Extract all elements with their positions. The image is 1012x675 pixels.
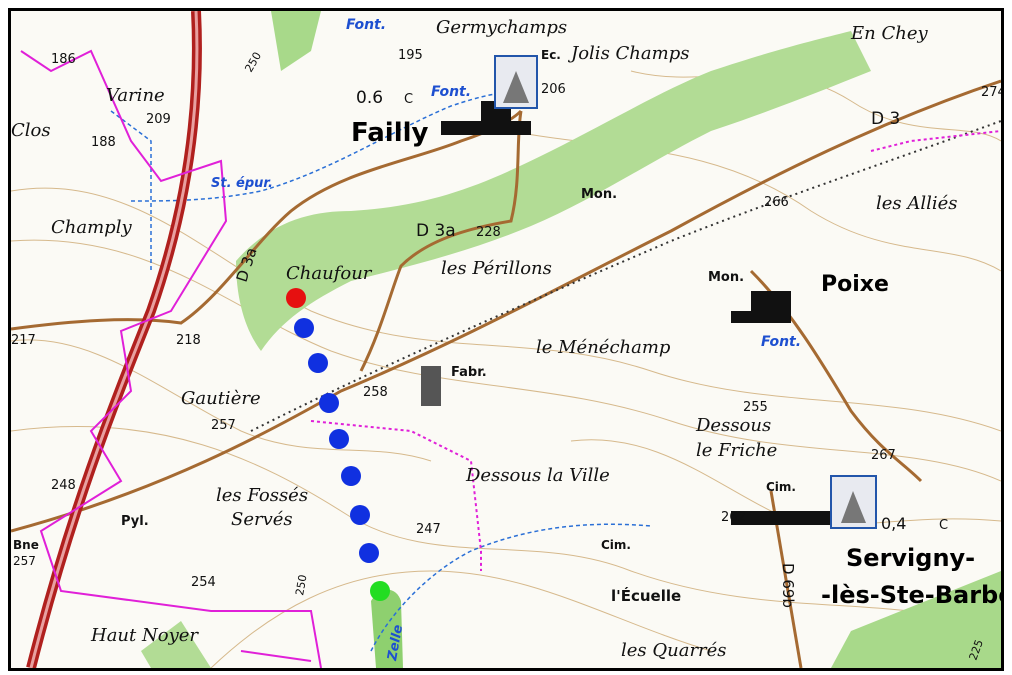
place-varine: Varine [106,85,165,106]
elev-209: 209 [146,112,171,127]
place-germychamps: Germychamps [436,17,567,38]
place-en-chey: En Chey [850,23,928,44]
elev-274: 274 [981,85,1001,100]
place-l-ecuelle: l'Écuelle [611,586,681,605]
place-serves: Servés [231,509,293,530]
route-marker-end-8[interactable] [370,581,390,601]
route-marker-start-0[interactable] [286,288,306,308]
elev-218: 218 [176,333,201,348]
place-dessous-la-ville: Dessous la Ville [465,465,610,486]
place-le-menechamp: le Ménéchamp [536,337,671,358]
contour-250-2: 250 [293,574,309,597]
road-d69b: D 69b [779,563,797,608]
church-icon [494,55,538,109]
place-les-quarres: les Quarrés [621,640,727,661]
town-les-ste-barbe[interactable]: -lès-Ste-Barbe [821,581,1001,609]
elev-258: 258 [363,385,388,400]
map-frame[interactable]: Failly Poixe Servigny- -lès-Ste-Barbe Ge… [8,8,1004,671]
place-chaufour: Chaufour [286,263,373,284]
place-jolis-champs: Jolis Champs [567,43,689,64]
church-icon [830,475,877,529]
town-poixe[interactable]: Poixe [821,272,889,297]
railway-line [250,120,1001,432]
place-les-perillons: les Périllons [441,258,552,279]
place-le-friche: le Friche [696,440,777,461]
elev-266: 266 [764,195,789,210]
elev-257: 257 [211,418,236,433]
route-marker-path-1[interactable] [294,318,314,338]
abbr-mon-2: Mon. [708,270,744,285]
abbr-cim-1: Cim. [766,480,796,494]
water-st-epur: St. épur. [211,176,273,191]
elev-257-b: 257 [13,554,36,568]
label-c-2: C [939,518,948,533]
elev-06: 0.6 [356,88,383,108]
route-marker-path-4[interactable] [329,429,349,449]
town-servigny[interactable]: Servigny- [846,544,975,572]
administrative-boundaries [20,49,1001,668]
elev-248: 248 [51,478,76,493]
topographic-map[interactable]: Failly Poixe Servigny- -lès-Ste-Barbe Ge… [11,11,1001,668]
label-c-1: C [404,92,413,107]
streams [110,90,652,652]
road-d3a-2: D 3a [416,221,456,241]
elev-186: 186 [51,52,76,67]
place-haut-noyer: Haut Noyer [90,625,199,646]
elev-217: 217 [11,333,36,348]
place-gautiere: Gautière [181,388,261,409]
elev-228: 228 [476,225,501,240]
water-font-1: Font. [346,17,386,33]
route-marker-path-2[interactable] [308,353,328,373]
town-failly[interactable]: Failly [351,118,429,148]
water-font-3: Font. [761,334,801,350]
elev-254: 254 [191,575,216,590]
abbr-fabr: Fabr. [451,365,487,380]
route-marker-path-5[interactable] [341,466,361,486]
place-les-fosses: les Fossés [216,485,308,506]
route-marker-path-7[interactable] [359,543,379,563]
road-d3: D 3 [871,109,900,129]
abbr-cim-2: Cim. [601,538,631,552]
place-champly: Champly [51,217,132,238]
abbr-ec: Ec. [541,48,561,62]
route-markers [286,288,390,601]
village-buildings [421,101,861,525]
place-dessous: Dessous [695,415,771,436]
water-font-2: Font. [431,84,471,100]
elev-195: 195 [398,48,423,63]
elev-188: 188 [91,135,116,150]
abbr-mon-1: Mon. [581,187,617,202]
water-zelle: Zelle [385,623,406,662]
abbr-bne: Bne [13,538,39,552]
elev-04: 0,4 [881,514,906,533]
forest-areas [141,11,1001,668]
place-clos: Clos [11,120,51,141]
abbr-pyl: Pyl. [121,514,149,529]
route-marker-path-3[interactable] [319,393,339,413]
elev-247: 247 [416,522,441,537]
elev-262: 262 [721,510,746,525]
elev-206: 206 [541,82,566,97]
route-marker-path-6[interactable] [350,505,370,525]
elev-267: 267 [871,448,896,463]
place-les-allies: les Alliés [876,193,958,214]
map-labels: Failly Poixe Servigny- -lès-Ste-Barbe Ge… [11,17,1001,663]
main-highway [26,11,202,668]
elev-255: 255 [743,400,768,415]
